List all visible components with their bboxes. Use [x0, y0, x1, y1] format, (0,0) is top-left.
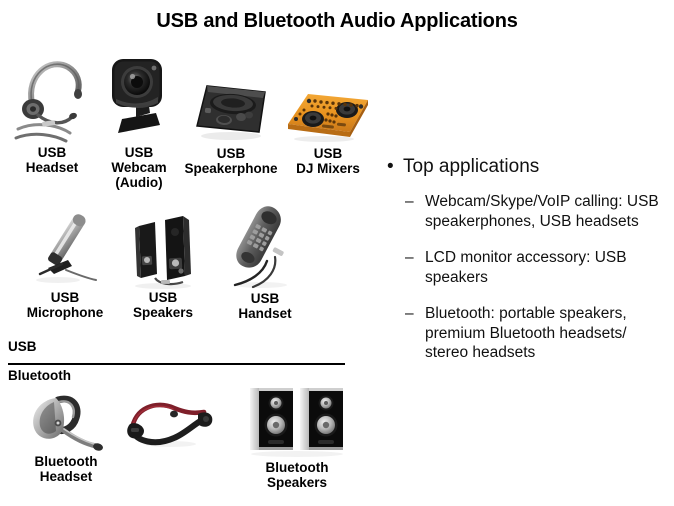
product-bluetooth-stereo-headset — [122, 394, 220, 452]
headset-icon — [6, 45, 98, 145]
bullet-heading-text: Top applications — [403, 156, 540, 177]
product-caption: USB Webcam (Audio) — [111, 145, 167, 190]
bullet-dot-icon: • — [387, 156, 394, 177]
bullet-dash-icon: – — [405, 249, 414, 266]
product-usb-handset: USB Handset — [215, 205, 315, 321]
product-caption: Bluetooth Speakers — [265, 460, 329, 490]
bullet-dash-icon: – — [405, 305, 414, 322]
webcam-icon — [96, 47, 182, 145]
section-divider — [8, 363, 345, 365]
handset-icon — [215, 205, 315, 291]
product-caption: USB Speakerphone — [184, 146, 278, 176]
product-usb-dj-mixers: USB DJ Mixers — [282, 84, 374, 176]
product-usb-microphone: USB Microphone — [10, 208, 120, 320]
product-caption: Bluetooth Headset — [34, 454, 98, 484]
sub-bullet-item: – LCD monitor accessory: USB speakers — [383, 248, 671, 287]
product-usb-headset: USB Headset — [6, 45, 98, 175]
product-caption: USB Handset — [238, 291, 292, 321]
neckband-stereo-headset-icon — [122, 394, 220, 452]
product-caption: USB Headset — [25, 145, 79, 175]
sub-bullet-text: LCD monitor accessory: USB speakers — [425, 249, 627, 286]
bluetooth-earpiece-icon — [18, 388, 114, 454]
product-bluetooth-headset: Bluetooth Headset — [18, 388, 114, 484]
sub-bullet-text: Bluetooth: portable speakers, premium Bl… — [425, 305, 627, 361]
bluetooth-product-gallery: Bluetooth Headset — [0, 388, 375, 506]
product-bluetooth-speakers: Bluetooth Speakers — [242, 380, 352, 490]
product-caption: USB Speakers — [132, 290, 194, 320]
sub-bullet-item: – Webcam/Skype/VoIP calling: USB speaker… — [383, 192, 671, 231]
product-caption: USB DJ Mixers — [296, 146, 360, 176]
speakerphone-icon — [183, 68, 279, 146]
bullet-dash-icon: – — [405, 193, 414, 210]
section-label-usb: USB — [8, 339, 37, 354]
product-gallery: USB Headset — [0, 40, 375, 506]
bullet-list: • Top applications – Webcam/Skype/VoIP c… — [383, 155, 671, 380]
microphone-icon — [10, 208, 120, 290]
product-usb-speakerphone: USB Speakerphone — [183, 68, 279, 176]
product-usb-speakers: USB Speakers — [117, 212, 209, 320]
bullet-heading: • Top applications — [383, 155, 671, 178]
section-label-bluetooth: Bluetooth — [8, 368, 71, 383]
sub-bullet-text: Webcam/Skype/VoIP calling: USB speakerph… — [425, 193, 659, 230]
product-caption: USB Microphone — [26, 290, 104, 320]
sub-bullet-item: – Bluetooth: portable speakers, premium … — [383, 304, 671, 363]
bookshelf-speakers-icon — [242, 380, 352, 460]
product-usb-webcam: USB Webcam (Audio) — [96, 47, 182, 190]
page-title: USB and Bluetooth Audio Applications — [156, 10, 518, 32]
speakers-icon — [117, 212, 209, 290]
dj-mixer-icon — [282, 84, 374, 146]
